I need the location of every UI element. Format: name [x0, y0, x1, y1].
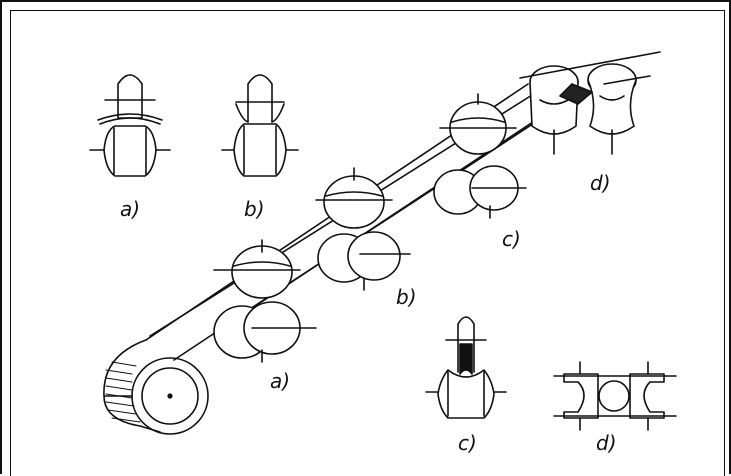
detail-b-lower-roll [233, 123, 287, 177]
stage-d-tube-blackened [559, 83, 593, 105]
coil-hatching [105, 361, 141, 423]
label-bottom-d: d) [596, 431, 617, 455]
stage-d-axis-mid [603, 75, 651, 85]
stage-b-lower-roll-front [347, 231, 401, 281]
label-top-d: d) [590, 171, 611, 195]
coil-inner [141, 367, 199, 425]
stage-c-rolls [433, 93, 527, 219]
coil-center [167, 393, 173, 399]
detail-a-lower-roll [103, 125, 157, 177]
detail-a-cross-section [89, 74, 171, 177]
stage-d-right-roll-groove [599, 95, 625, 101]
stage-a-upper-roll [231, 245, 293, 299]
label-bottom-c: c) [458, 431, 477, 455]
label-mid-b: b) [396, 285, 417, 309]
detail-d-right-roll [629, 373, 665, 419]
label-mid-c: c) [502, 227, 521, 251]
label-top-a: a) [120, 197, 140, 221]
detail-b-strip [235, 103, 285, 123]
stage-a-upper-roll-face [233, 261, 291, 267]
detail-d-tube [598, 380, 630, 412]
detail-d-left-roll [563, 373, 599, 419]
stage-a-rolls [213, 239, 317, 363]
detail-c-lower-roll [437, 369, 495, 419]
stage-d-right-roll-body [587, 79, 637, 135]
detail-a-upper-roll [117, 74, 143, 119]
stage-c-upper-roll-face [451, 117, 505, 123]
detail-c-upper-roll [457, 316, 475, 373]
label-mid-a: a) [270, 369, 290, 393]
stage-b-upper-roll-face [325, 191, 383, 197]
stage-b-upper-roll [323, 175, 385, 229]
label-top-b: b) [244, 197, 265, 221]
coil-strip-bottom [103, 395, 161, 433]
detail-b-cross-section [221, 74, 299, 177]
detail-c-strip [459, 343, 473, 375]
stage-d-left-roll-groove [539, 99, 569, 105]
stage-d-rolls [519, 51, 661, 155]
figure-inner-border [10, 10, 725, 476]
stage-b-rolls [315, 167, 411, 291]
detail-a-strip-inner [99, 117, 161, 125]
detail-b-upper-roll [247, 74, 273, 123]
stage-d-axis-top [519, 51, 661, 79]
coil-strip-wrap [103, 339, 147, 397]
detail-a-strip [97, 113, 163, 121]
detail-c-cross-section [425, 316, 507, 419]
detail-d-cross-section [553, 361, 677, 431]
